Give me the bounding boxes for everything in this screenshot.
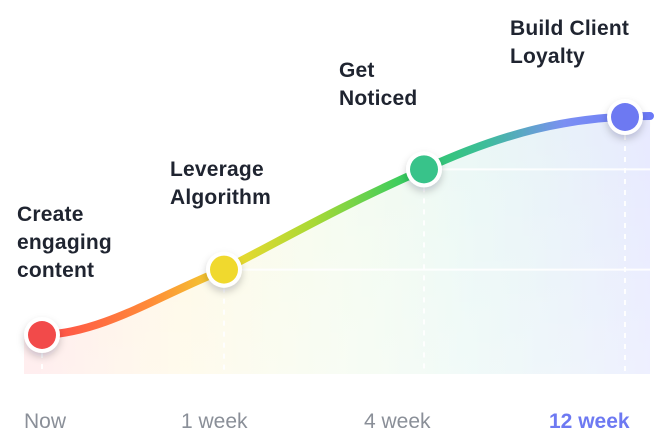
growth-curve-line xyxy=(38,112,654,339)
data-point-fill-0 xyxy=(28,321,56,349)
x-axis-label-1-week: 1 week xyxy=(181,410,248,433)
chart-area-fade xyxy=(24,116,650,374)
data-point-0 xyxy=(24,317,60,353)
data-point-fill-1 xyxy=(210,255,238,284)
chart-white-guides xyxy=(235,168,650,271)
stage-label-create-engaging-content: Create engaging content xyxy=(17,201,112,285)
stage-label-line-2-0: Get xyxy=(339,59,375,82)
data-point-2 xyxy=(406,151,442,188)
chart-data-points xyxy=(24,99,643,353)
stage-label-line-3-1: Loyalty xyxy=(510,45,585,68)
x-axis-label-12-week: 12 week xyxy=(549,410,630,433)
x-axis-label-now: Now xyxy=(24,410,67,433)
data-point-fill-3 xyxy=(611,103,639,131)
stage-label-line-0-2: content xyxy=(17,259,95,282)
data-point-fill-2 xyxy=(410,155,438,184)
stage-label-line-1-1: Algorithm xyxy=(170,186,271,209)
stage-label-line-0-1: engaging xyxy=(17,231,112,254)
chart-vertical-guides xyxy=(41,135,626,374)
stage-label-line-0-0: Create xyxy=(17,203,84,226)
x-axis-label-4-week: 4 week xyxy=(364,410,431,433)
stage-label-line-2-1: Noticed xyxy=(339,87,418,110)
data-point-3 xyxy=(607,99,643,135)
stage-label-line-1-0: Leverage xyxy=(170,158,264,181)
data-point-1 xyxy=(206,251,242,288)
stage-label-line-3-0: Build Client xyxy=(510,17,630,40)
